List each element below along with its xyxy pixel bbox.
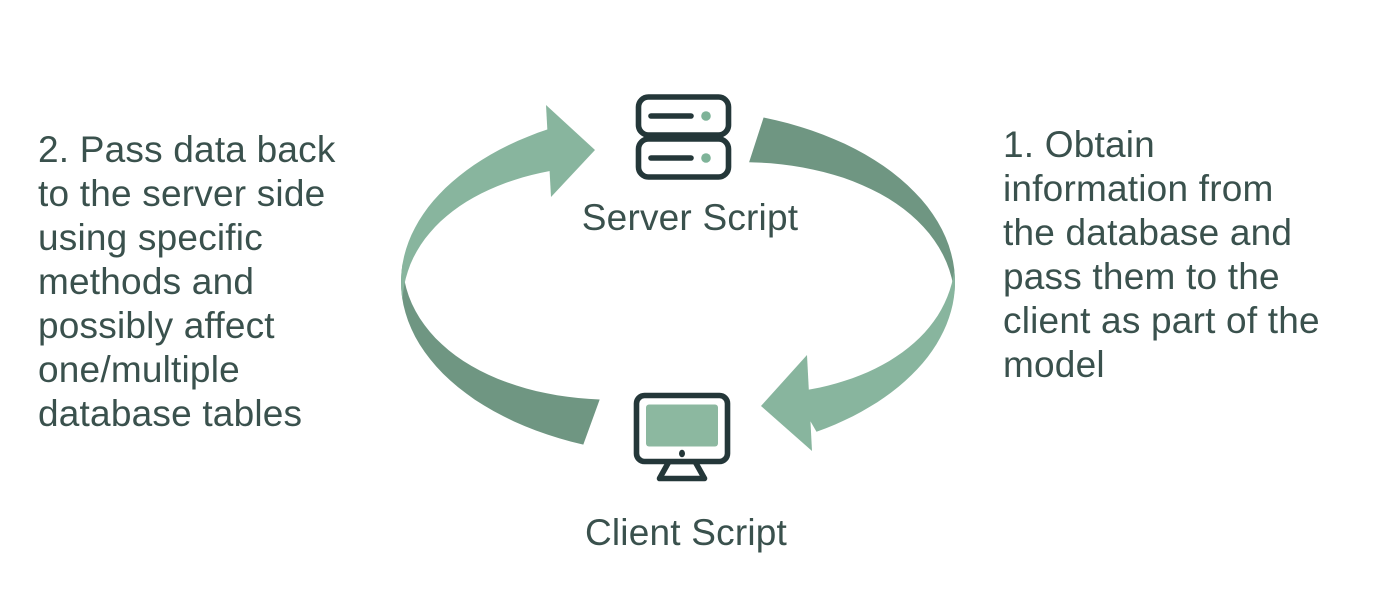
server-script-label: Server Script: [581, 197, 799, 238]
server-icon: [635, 94, 732, 180]
step-2-note: 2. Pass data back to the server side usi…: [38, 129, 336, 434]
client-script-label: Client Script: [584, 512, 788, 553]
arrow-server-to-client-head-icon: [761, 355, 812, 451]
arrow-client-to-server-tail: [401, 263, 600, 445]
arrow-server-to-client-shaft: [793, 269, 955, 432]
client-monitor-icon: [633, 392, 731, 482]
arrow-client-to-server-shaft: [401, 129, 569, 301]
arrow-client-to-server-head-icon: [546, 105, 595, 197]
step-1-note: 1. Obtain information from the database …: [1003, 124, 1320, 385]
arrow-server-to-client-tail: [749, 117, 955, 295]
